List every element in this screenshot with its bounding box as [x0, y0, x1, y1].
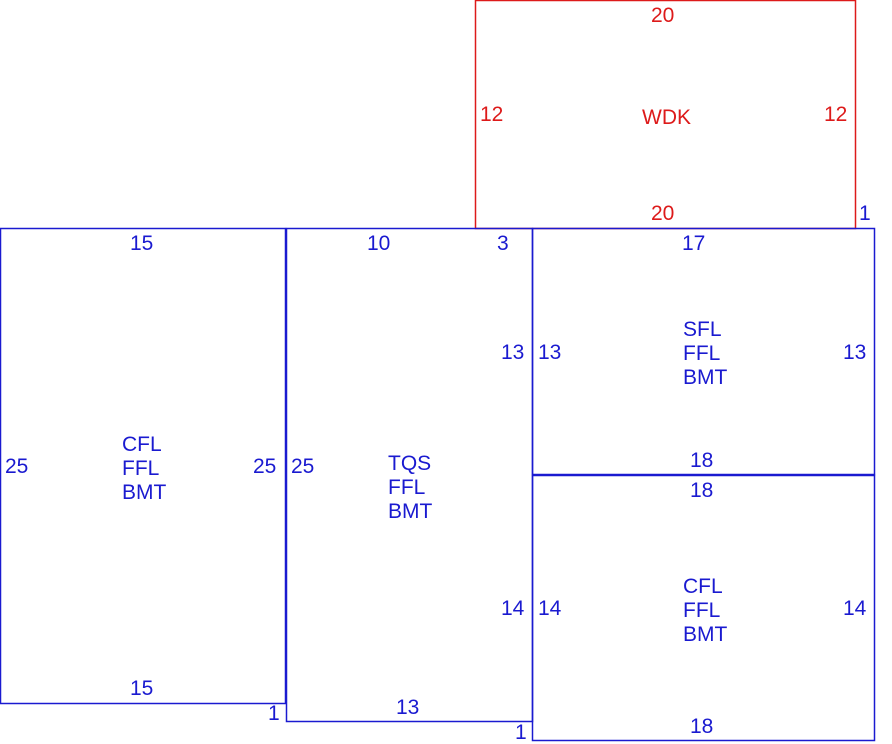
room-left-right-dimension: 25	[253, 455, 276, 478]
room-lower-right-label-line-2: FFL	[683, 599, 720, 622]
room-lower-right-left-dimension: 14	[538, 597, 562, 620]
room-upper-right-label-line-1: SFL	[683, 318, 722, 341]
room-middle-right-lower-dimension: 14	[501, 597, 525, 620]
room-left-label-line-3: BMT	[122, 481, 167, 504]
room-lower-right-bottom-dimension: 18	[690, 715, 713, 738]
room-upper-right-label-line-2: FFL	[683, 342, 720, 365]
room-middle-label-line-1: TQS	[388, 452, 431, 475]
deck-left-dimension: 12	[480, 103, 503, 126]
room-lower-right-outline	[531, 474, 876, 742]
deck-label: WDK	[642, 106, 691, 129]
room-left-left-dimension: 25	[5, 455, 28, 478]
room-left-label-line-1: CFL	[122, 433, 162, 456]
deck-top-dimension: 20	[651, 4, 674, 27]
room-middle-offset-dimension: 1	[515, 721, 527, 744]
room-upper-right-top-dimension: 17	[682, 232, 705, 255]
room-lower-right-label-line-1: CFL	[683, 575, 723, 598]
room-left: CFL FFL BMT 15 15 25 25 1	[0, 227, 287, 725]
room-lower-right-top-dimension: 18	[690, 479, 713, 502]
room-middle-top-dimension: 10	[367, 232, 390, 255]
room-left-offset-dimension: 1	[268, 702, 280, 725]
room-middle-left-dimension: 25	[291, 455, 314, 478]
room-middle-label-line-3: BMT	[388, 500, 433, 523]
deck-offset-dimension: 1	[859, 202, 871, 225]
room-lower-right: CFL FFL BMT 18 18 14 14	[531, 474, 876, 742]
room-upper-right-right-dimension: 13	[843, 341, 866, 364]
deck-right-dimension: 12	[824, 103, 847, 126]
room-upper-right-label-line-3: BMT	[683, 366, 728, 389]
room-middle-right-upper-dimension: 13	[501, 341, 524, 364]
deck-area: WDK 20 20 12 12 1	[474, 0, 871, 230]
room-left-label-line-2: FFL	[122, 457, 159, 480]
room-middle-bottom-dimension: 13	[396, 696, 419, 719]
room-lower-right-label-line-3: BMT	[683, 623, 728, 646]
room-left-bottom-dimension: 15	[130, 677, 153, 700]
room-upper-right-left-dimension: 13	[538, 341, 561, 364]
room-middle-outline	[285, 227, 534, 723]
room-left-top-dimension: 15	[130, 232, 153, 255]
room-middle-label-line-2: FFL	[388, 476, 425, 499]
room-lower-right-right-dimension: 14	[843, 597, 867, 620]
room-upper-right-outline	[531, 227, 876, 476]
room-middle-top-jog-dimension: 3	[497, 232, 509, 255]
room-middle: TQS FFL BMT 10 3 13 25 13 14 1	[285, 227, 534, 744]
room-upper-right: SFL FFL BMT 17 18 13 13	[531, 227, 876, 476]
deck-bottom-dimension: 20	[651, 202, 674, 225]
room-upper-right-bottom-dimension: 18	[690, 449, 713, 472]
room-left-outline	[0, 227, 287, 705]
